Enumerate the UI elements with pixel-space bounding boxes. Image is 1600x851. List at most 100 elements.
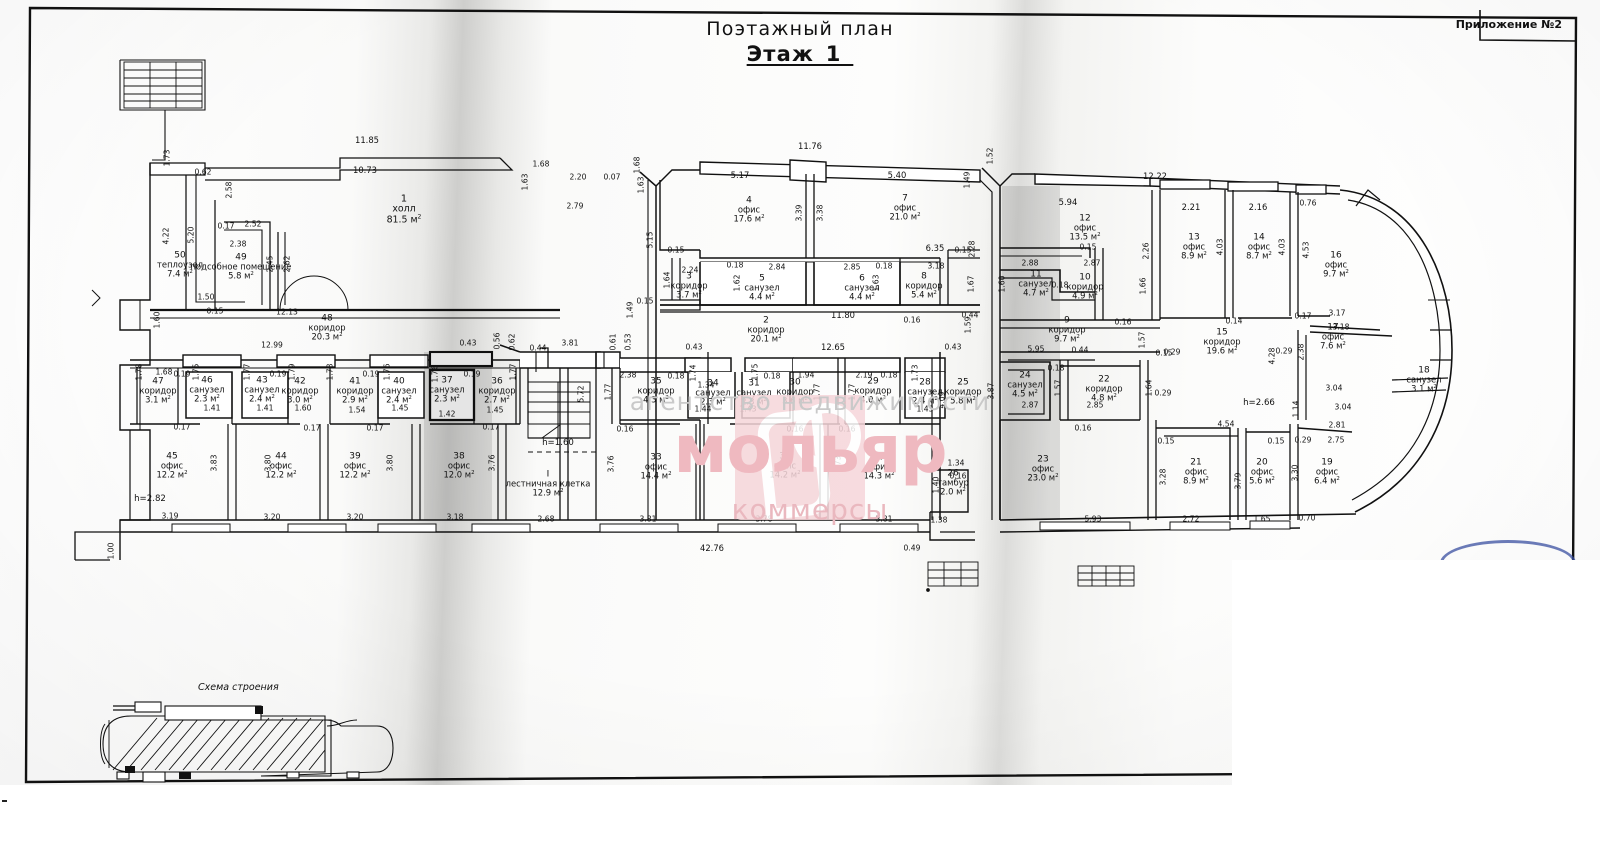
room-area: 2.3 м2 xyxy=(194,393,220,404)
dimension-label: 0.15 xyxy=(1079,242,1097,252)
room-number: 41 xyxy=(349,376,361,387)
room-area: 13.5 м2 xyxy=(1069,231,1101,242)
room-area: 2.9 м2 xyxy=(342,394,368,405)
dimension-label: 1.73 xyxy=(162,149,172,167)
dimension-label: 2.16 xyxy=(1248,202,1268,212)
dimension-label: 1.64 xyxy=(662,271,672,289)
room-name: офис xyxy=(1315,466,1339,477)
room-number: 15 xyxy=(1216,327,1228,338)
room-number: 30 xyxy=(789,377,801,388)
dimension-label: 0.70 xyxy=(1298,513,1316,523)
room-name: санузел xyxy=(429,384,465,395)
room-number: I xyxy=(546,469,550,480)
room-name: коридор xyxy=(336,385,374,396)
scan-edge-marker xyxy=(2,800,7,802)
dimension-label: 2.45 xyxy=(265,255,275,273)
dimension-label: 5.40 xyxy=(887,170,907,180)
dimension-label: 0.17 xyxy=(366,423,384,433)
dimension-label: 11.80 xyxy=(831,310,855,320)
dimension-label: 2.24 xyxy=(681,265,699,275)
dimension-label: 1.45 xyxy=(391,403,409,413)
dimension-label: 2.62 xyxy=(282,255,292,273)
dimension-label: 2.81 xyxy=(1328,420,1346,430)
dimension-label: 2.58 xyxy=(224,181,234,199)
dimension-label: 2.87 xyxy=(1021,400,1039,410)
dimension-label: 1.77 xyxy=(242,363,252,381)
room-name: лестничная клетка xyxy=(505,478,591,489)
room-area: 2.4 м2 xyxy=(912,395,938,406)
dimension-label: 1.75 xyxy=(191,363,201,381)
dimension-label: 3.79 xyxy=(1233,472,1243,490)
room-name: коридор xyxy=(139,385,177,396)
dimension-label: 3.30 xyxy=(1290,464,1300,482)
dimension-label: 4.03 xyxy=(1215,238,1225,256)
dimension-label: 1.68 xyxy=(632,156,642,174)
room-area: 9.7 м2 xyxy=(1054,333,1080,344)
dimension-label: 12.13 xyxy=(276,307,298,317)
dimension-label: 1.68 xyxy=(155,367,173,377)
dimension-label: 0.44 xyxy=(961,310,979,320)
room-name: санузел xyxy=(744,282,780,293)
dimension-label: 2.38 xyxy=(229,239,247,249)
room-number: 29 xyxy=(867,376,879,387)
highlight-region-left xyxy=(424,352,492,520)
room-area: 4.3 м2 xyxy=(643,394,669,405)
dimension-label: 3.19 xyxy=(161,511,179,521)
room-name: коридор xyxy=(747,324,785,335)
dimension-label: 0.18 xyxy=(763,371,781,381)
dimension-label: 1.38 xyxy=(930,515,948,525)
room-area: 4.0 м2 xyxy=(860,394,886,405)
dimension-label: 1.74 xyxy=(688,364,698,382)
dimension-label: 0.62 xyxy=(507,333,517,351)
room-number: 36 xyxy=(491,376,503,387)
dimension-label: 0.17 xyxy=(482,422,500,432)
room-area: 5.8 м2 xyxy=(228,270,254,281)
room-name: санузел xyxy=(244,384,280,395)
dimension-label: 5.72 xyxy=(576,385,586,403)
room-number: 22 xyxy=(1098,374,1110,385)
dimension-label: 0.17 xyxy=(303,423,321,433)
room-area: 23.0 м2 xyxy=(1027,472,1059,483)
room-area: 14.3 м2 xyxy=(863,470,895,481)
room-area: 7.6 м2 xyxy=(1320,340,1346,351)
room-name: тамбур xyxy=(937,477,969,488)
dimension-label: 1.76 xyxy=(382,363,392,381)
dimension-label: 0.29 xyxy=(1154,388,1172,398)
dimension-label: 3.80 xyxy=(263,454,273,472)
dimension-label: 10.73 xyxy=(353,165,377,175)
dimension-label: 1.77 xyxy=(508,363,518,381)
dimension-label: 1.73 xyxy=(910,364,920,382)
dimension-label: 1.64 xyxy=(1144,379,1154,397)
room-area: 2.4 м2 xyxy=(249,393,275,404)
room-name: офис xyxy=(1184,466,1208,477)
dimension-label: 0.16 xyxy=(838,424,856,434)
height-note-left: h=2.82 xyxy=(134,494,166,504)
room-name: офис xyxy=(160,460,184,471)
room-name: санузел xyxy=(381,385,417,396)
room-number: 18 xyxy=(1418,365,1430,376)
room-number: 17 xyxy=(1327,322,1339,333)
room-area: 4.8 м2 xyxy=(1091,392,1117,403)
room-number: 2 xyxy=(763,315,769,326)
dimension-label: 0.16 xyxy=(949,471,967,481)
dimension-label: 3.76 xyxy=(487,454,497,472)
room-name: санузел xyxy=(1018,278,1054,289)
dimension-label: 1.68 xyxy=(532,159,550,169)
room-name: коридор xyxy=(1066,281,1104,292)
room-name: офис xyxy=(893,202,917,213)
room-area: 3.7 м2 xyxy=(676,289,702,300)
dimension-label: 0.76 xyxy=(1299,198,1317,208)
room-name: коридор xyxy=(776,386,814,397)
